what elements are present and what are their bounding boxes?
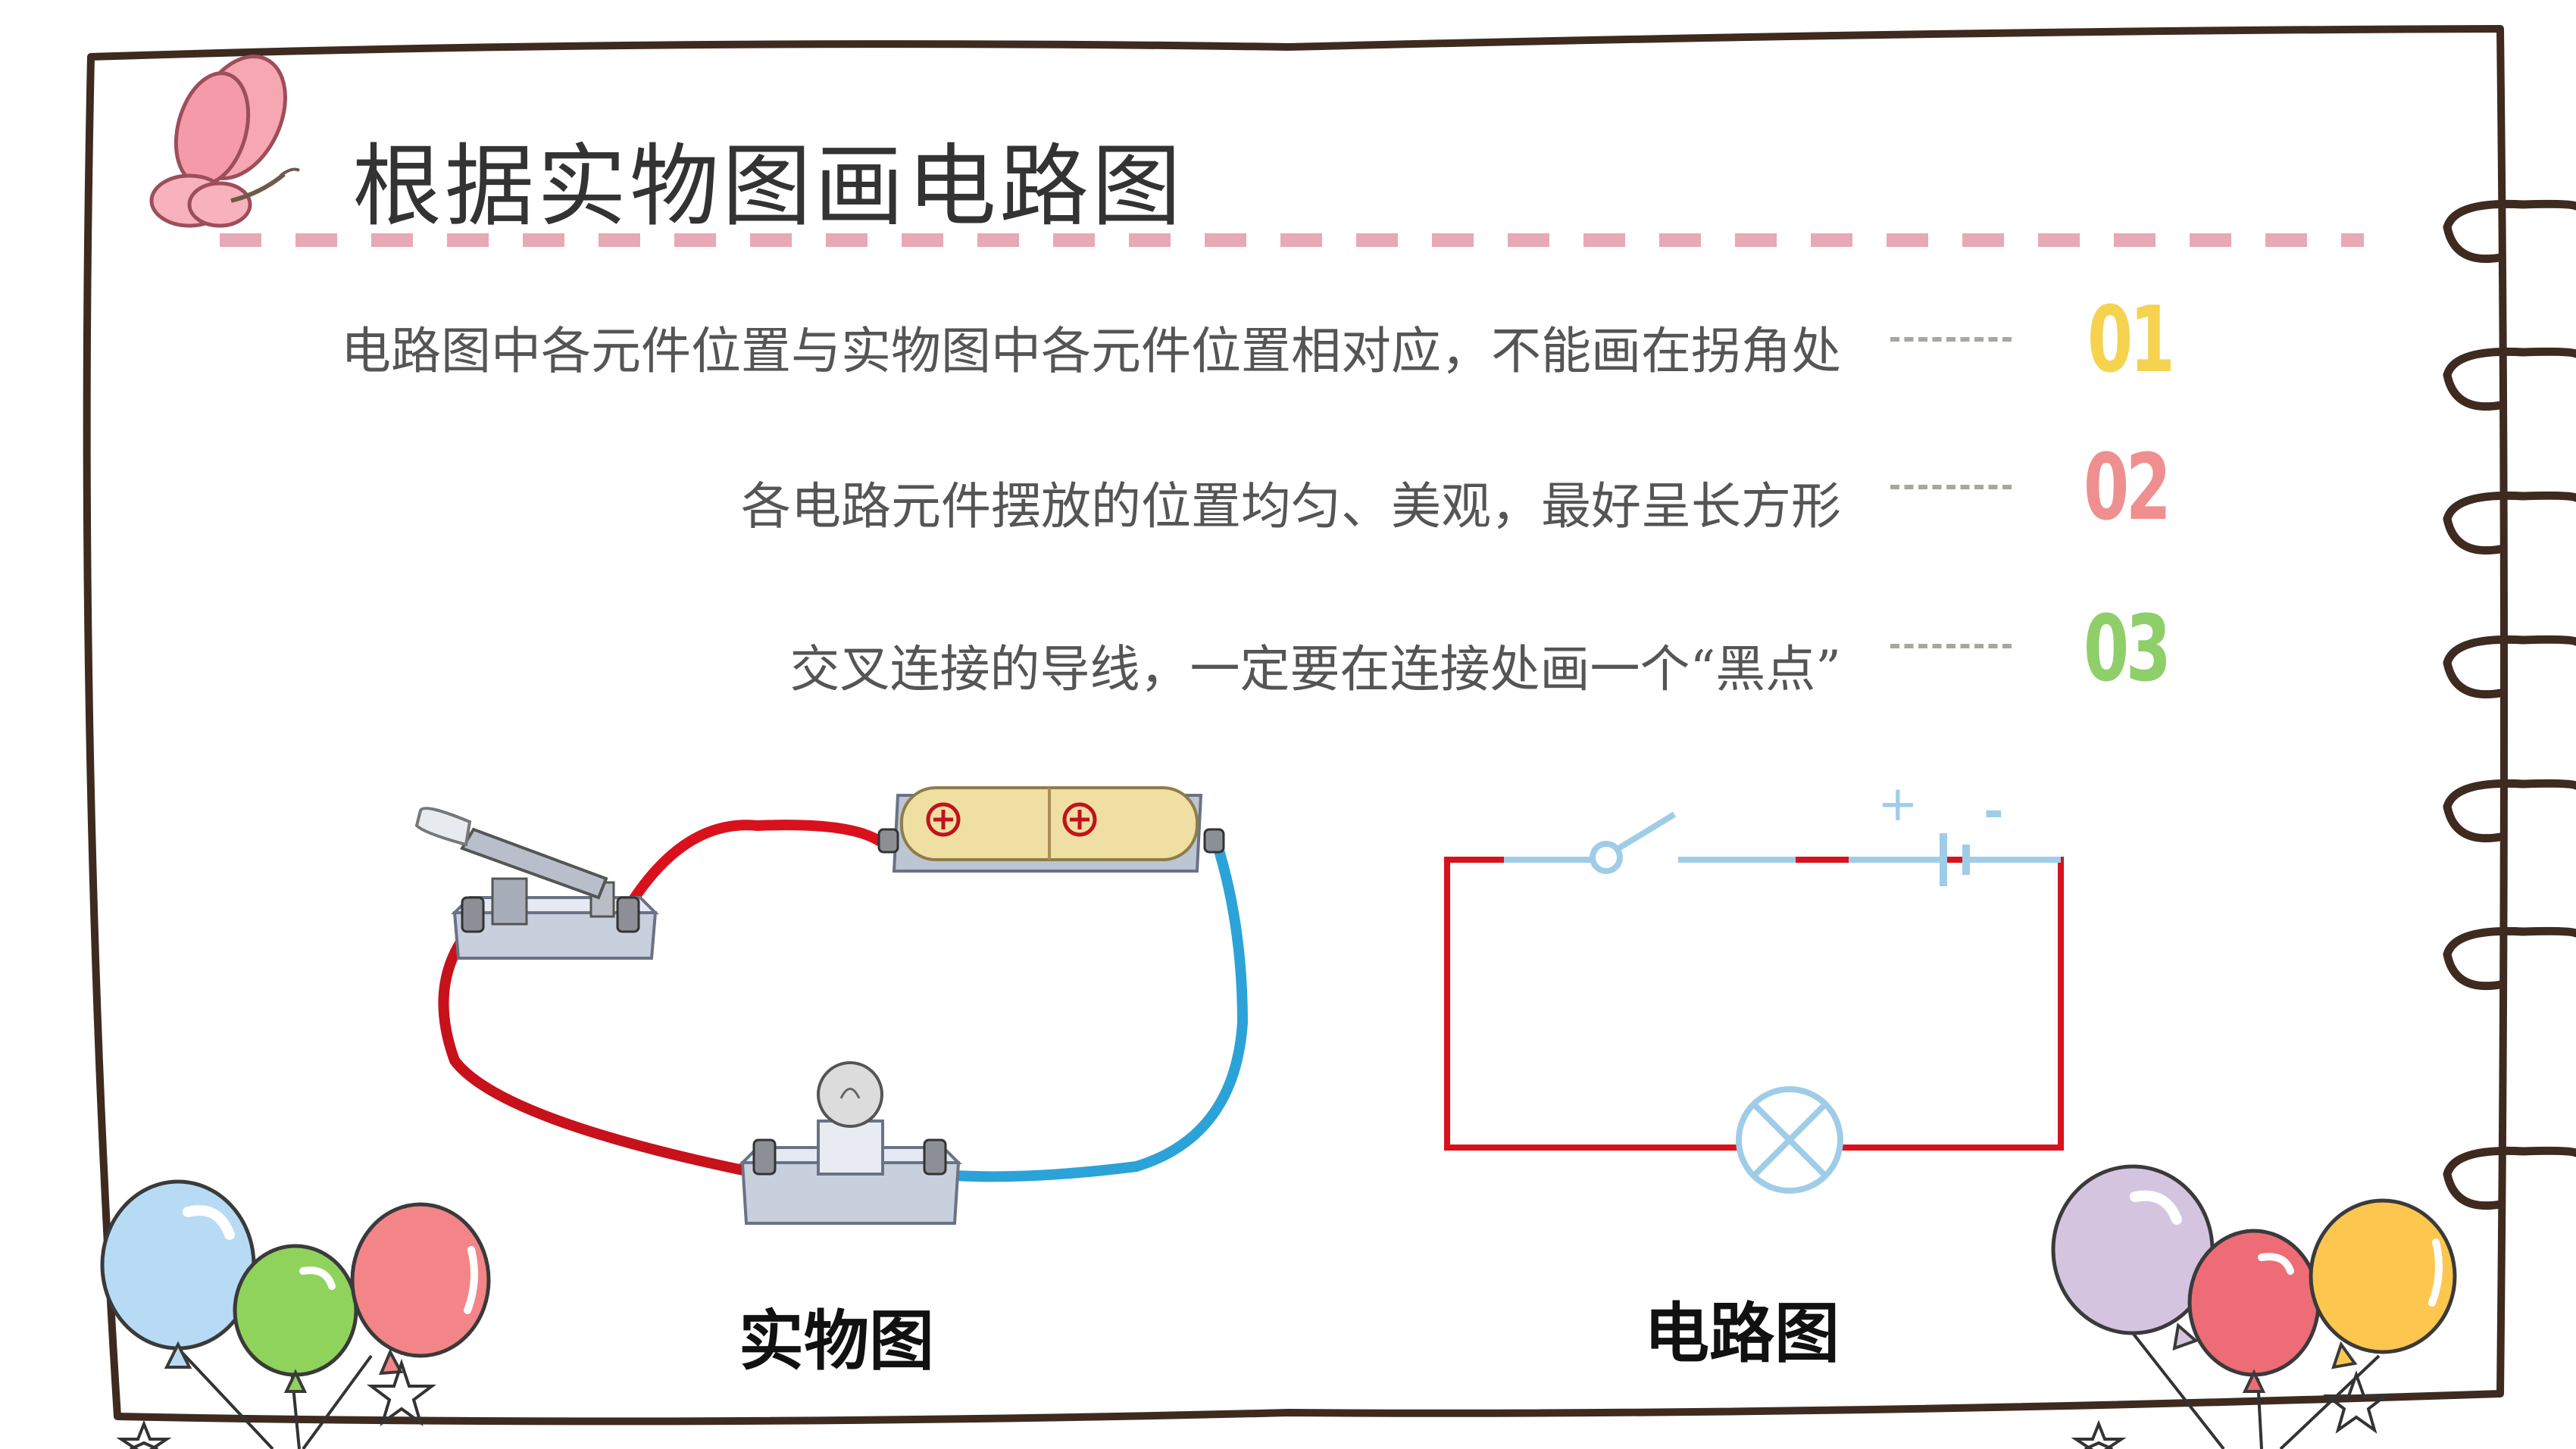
battery-minus-label: - — [1984, 784, 2004, 840]
tip-number-2: 02 — [2084, 436, 2171, 541]
notebook-frame — [83, 25, 2508, 1426]
blue-wire-battery-bulb — [930, 835, 1249, 1182]
light-bulb-icon — [739, 1061, 962, 1225]
page-title: 根据实物图画电路图 — [352, 134, 1185, 239]
notebook-rings — [2443, 199, 2576, 1210]
schematic-lamp-icon — [1736, 1086, 1843, 1194]
schematic-switch-pivot-icon — [1590, 841, 1623, 874]
balloons-left-icon — [100, 1179, 491, 1449]
tip-number-3: 03 — [2084, 597, 2171, 702]
battery-holder-icon — [877, 786, 1225, 873]
butterfly-icon — [149, 55, 300, 228]
red-wire-switch-battery — [620, 820, 884, 918]
physical-circuit-diagram — [414, 786, 1249, 1225]
tip-number-1: 01 — [2087, 288, 2175, 393]
balloons-right-icon — [2051, 1164, 2457, 1449]
tip-connector-1 — [1890, 337, 2012, 342]
tip-connector-2 — [1890, 485, 2012, 489]
schematic-switch-blade — [1614, 811, 1677, 853]
battery-plus-label: + — [1877, 776, 1918, 832]
tip-text-2: 各电路元件摆放的位置均匀、美观，最好呈长方形 — [741, 477, 1841, 536]
red-wire-switch-bulb — [438, 915, 767, 1179]
circuit-diagram-caption: 电路图 — [1644, 1296, 1840, 1372]
tip-text-3: 交叉连接的导线，一定要在连接处画一个“黑点” — [789, 640, 1841, 698]
physical-diagram-caption: 实物图 — [739, 1304, 934, 1379]
circuit-schematic — [1444, 811, 2064, 1194]
tip-connector-3 — [1890, 644, 2012, 648]
tip-text-1: 电路图中各元件位置与实物图中各元件位置相对应，不能画在拐角处 — [341, 322, 1841, 380]
knife-switch-icon — [414, 807, 659, 960]
